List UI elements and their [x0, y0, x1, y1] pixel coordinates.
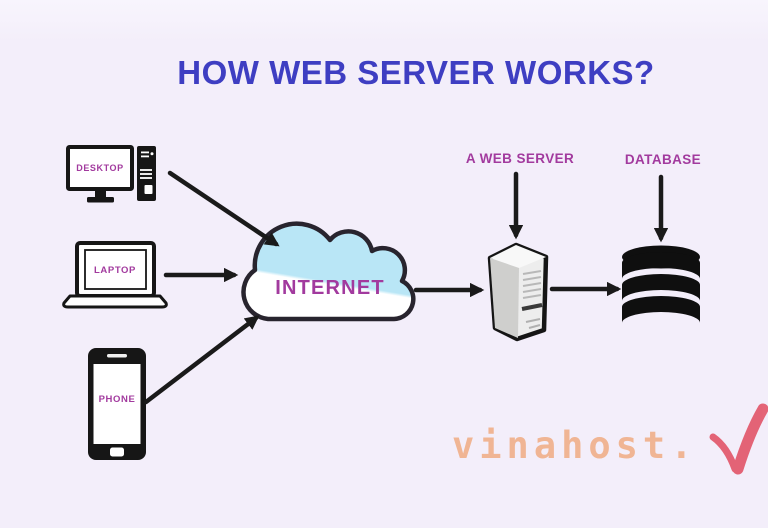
internet-label: INTERNET [275, 277, 385, 299]
laptop-icon [62, 241, 168, 309]
page-title: HOW WEB SERVER WORKS? [177, 54, 655, 91]
web-server-label: A WEB SERVER [465, 151, 575, 166]
arrow-desktop-to-internet [167, 170, 280, 247]
desktop-computer-icon [66, 145, 156, 203]
laptop-label: LAPTOP [94, 265, 136, 276]
arrow-phone-to-internet [143, 315, 260, 405]
database-cylinder-icon [622, 245, 700, 323]
smartphone-icon [88, 348, 146, 460]
desktop-label: DESKTOP [76, 163, 124, 173]
vinahost-v-logo [709, 403, 768, 475]
cloud-icon [241, 221, 416, 322]
vinahost-watermark: vinahost. [452, 424, 698, 467]
database-label: DATABASE [624, 152, 702, 167]
phone-label: PHONE [98, 394, 136, 405]
server-tower-icon [487, 242, 549, 342]
